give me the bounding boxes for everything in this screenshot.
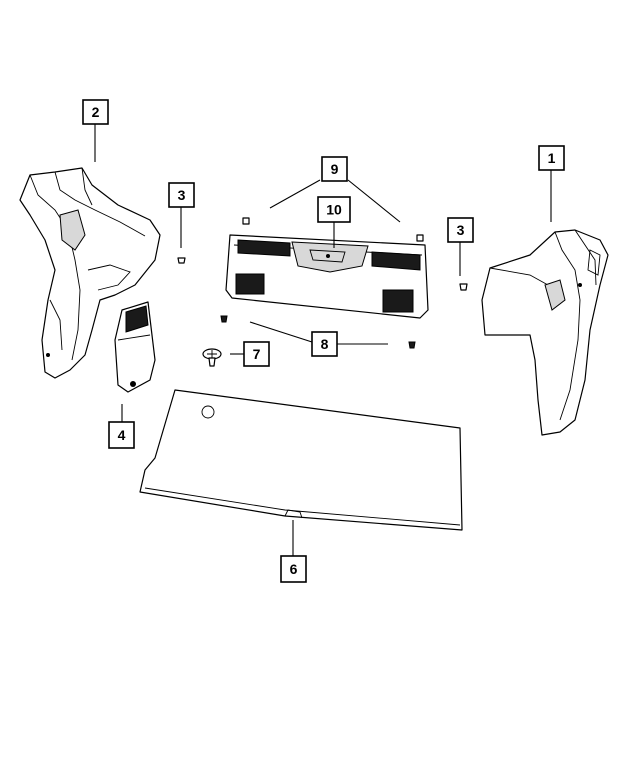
- svg-text:4: 4: [118, 427, 126, 443]
- vent-slots-left: [237, 239, 291, 257]
- cargo-load-floor: [139, 389, 463, 531]
- callout-3-right: 3: [447, 217, 474, 243]
- screw-part-7: [202, 348, 222, 367]
- leader-lines: [94, 124, 552, 556]
- callout-9: 9: [321, 156, 348, 182]
- callout-3-left: 3: [168, 182, 195, 208]
- callout-10: 10: [317, 196, 351, 223]
- svg-text:7: 7: [253, 346, 261, 362]
- svg-text:10: 10: [326, 202, 342, 218]
- callout-8: 8: [311, 331, 338, 357]
- side-storage-cover: [114, 301, 156, 393]
- svg-text:8: 8: [321, 336, 329, 352]
- vent-slots-right: [371, 251, 421, 271]
- svg-text:6: 6: [290, 561, 298, 577]
- svg-text:3: 3: [457, 222, 465, 238]
- callout-4: 4: [108, 421, 135, 449]
- svg-text:1: 1: [548, 150, 556, 166]
- callout-7: 7: [243, 341, 270, 367]
- rear-sill-trim-panel: [225, 234, 429, 319]
- callout-2: 2: [82, 99, 109, 125]
- svg-text:2: 2: [92, 104, 100, 120]
- right-quarter-trim-panel: [481, 229, 609, 436]
- fastener-clips: [177, 217, 468, 367]
- callout-6: 6: [280, 555, 307, 583]
- svg-text:9: 9: [331, 161, 339, 177]
- callout-1: 1: [538, 145, 565, 171]
- left-quarter-trim-panel: [19, 167, 161, 379]
- svg-text:3: 3: [178, 187, 186, 203]
